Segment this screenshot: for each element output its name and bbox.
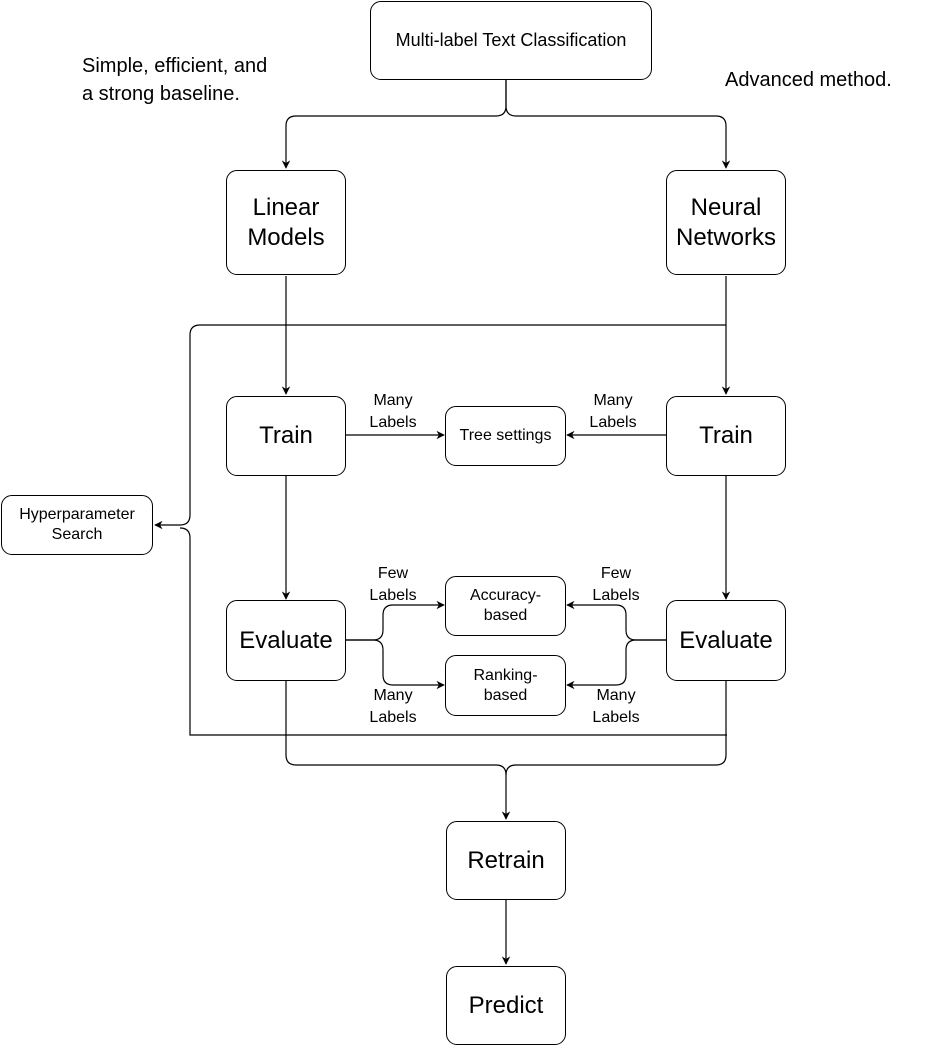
node-neural-networks: Neural Networks — [666, 170, 786, 275]
edge-label-train-left-many: Many Labels — [369, 392, 417, 431]
node-evaluate-neural: Evaluate — [666, 600, 786, 681]
edge-root-to-neural — [505, 80, 731, 169]
node-ranking-based: Ranking- based — [445, 655, 566, 716]
edge-loop-bottom — [179, 527, 727, 736]
node-multilabel-classification: Multi-label Text Classification — [370, 1, 652, 80]
edge-eval-right-to-retrain — [505, 681, 727, 776]
note-neural: Advanced method. — [725, 69, 892, 91]
node-predict: Predict — [446, 966, 566, 1045]
node-evaluate-linear: Evaluate — [226, 600, 346, 681]
edge-root-to-linear — [281, 80, 507, 169]
edge-eval-left-to-accuracy — [345, 600, 445, 641]
edge-label-eval-right-few: Few Labels — [592, 565, 640, 604]
edge-eval-left-to-retrain — [285, 681, 511, 820]
node-train-linear: Train — [226, 396, 346, 476]
edge-label-eval-left-many: Many Labels — [369, 687, 417, 726]
node-tree-settings: Tree settings — [445, 406, 566, 466]
edge-loop-top — [154, 324, 726, 530]
node-retrain: Retrain — [446, 821, 566, 900]
edge-eval-right-to-accuracy — [566, 600, 666, 641]
edge-label-train-right-many: Many Labels — [589, 392, 637, 431]
node-accuracy-based: Accuracy- based — [445, 576, 566, 636]
node-hyperparameter-search: Hyperparameter Search — [1, 495, 153, 555]
node-train-neural: Train — [666, 396, 786, 476]
edge-label-eval-right-many: Many Labels — [592, 687, 640, 726]
edge-eval-right-to-ranking — [566, 639, 666, 690]
note-linear: Simple, efficient, and a strong baseline… — [82, 55, 268, 105]
node-linear-models: Linear Models — [226, 170, 346, 275]
edge-eval-left-to-ranking — [345, 639, 445, 690]
edge-label-eval-left-few: Few Labels — [369, 565, 417, 604]
